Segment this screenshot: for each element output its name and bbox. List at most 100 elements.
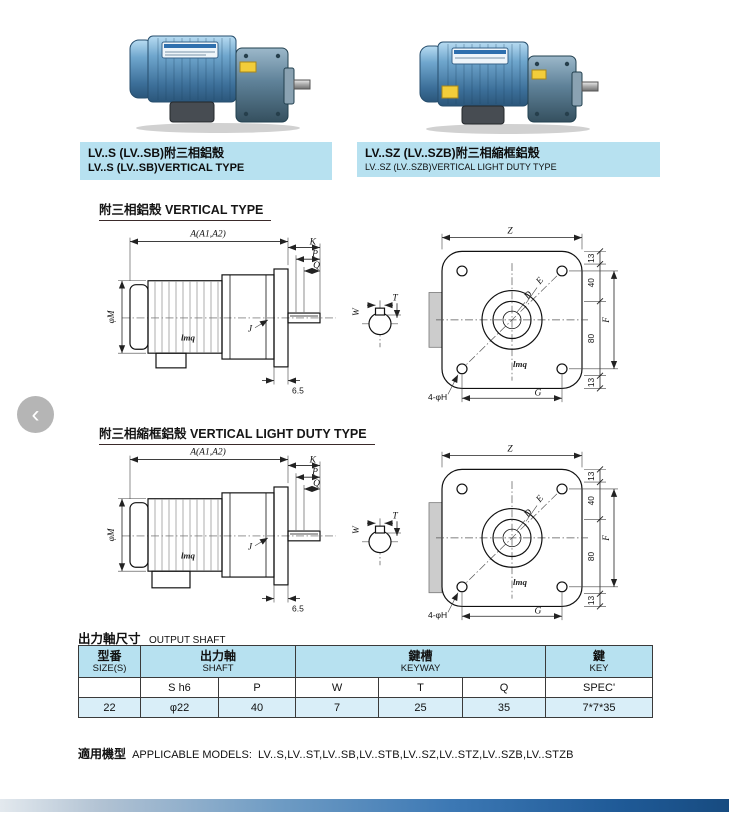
col-keyway-en: KEYWAY (400, 663, 441, 674)
warning-label (441, 85, 459, 99)
dim-label-overall-length: A(A1,A2) (189, 447, 226, 458)
table-subheader-row: S h6 P W T Q SPEC' (78, 677, 654, 698)
output-shaft (581, 81, 599, 92)
gear-housing (235, 47, 289, 123)
dim-label-motor-dia: φM (107, 309, 117, 323)
col-key-zh: 鍵 (593, 648, 606, 663)
dim-label-flange-gap: 6.5 (292, 603, 304, 613)
col-size-zh: 型番 (97, 648, 122, 663)
dim-label-edge-bottom: 13 (586, 378, 596, 388)
brand-mark: lmq (513, 359, 528, 369)
dim-label-mid-bottom: 80 (586, 552, 596, 562)
cell-t: 25 (378, 697, 464, 718)
col-header-key: 鍵 KEY (545, 645, 654, 678)
dim-label-spigot-dia: E (534, 276, 546, 288)
housing-profile (428, 502, 443, 594)
dim-label-mid-bottom: 80 (586, 334, 596, 344)
cell-size: 22 (78, 697, 141, 718)
dim-label-bolt-span-v: F (602, 535, 612, 542)
table-title: 出力軸尺寸 OUTPUT SHAFT (78, 628, 225, 648)
dimension-drawing-light-duty: lmq A(A1,A2) K P Q φM J 6.5 (107, 445, 618, 620)
dim-label-k: K (309, 238, 317, 248)
dim-label-p: P (311, 467, 318, 477)
dim-label-edge-bottom: 13 (586, 596, 596, 606)
subheader-empty (78, 677, 141, 698)
table-title-zh: 出力軸尺寸 (78, 632, 141, 646)
dim-label-bolt-span-h: G (535, 388, 542, 398)
footer-bar (0, 799, 729, 812)
dim-label-spigot-dia: E (534, 494, 546, 506)
table-header-row: 型番 SIZE(S) 出力軸 SHAFT 鍵槽 KEYWAY 鍵 KEY (78, 645, 654, 678)
dim-label-motor-dia: φM (107, 527, 117, 541)
col-size-en: SIZE(S) (92, 663, 127, 674)
warning-label (531, 69, 547, 80)
dim-label-flange-gap: 6.5 (292, 385, 304, 395)
dim-label-flange-width: Z (507, 445, 513, 455)
subheader-p: P (217, 677, 297, 698)
brand-mark: lmq (181, 333, 196, 343)
dim-label-bolt-span-v: F (602, 317, 612, 324)
dim-label-j: J (248, 543, 253, 553)
key-section-detail: W T (352, 511, 401, 566)
table-title-en: OUTPUT SHAFT (148, 635, 226, 646)
col-header-keyway: 鍵槽 KEYWAY (295, 645, 547, 678)
product-caption-light-duty-type: LV..SZ (LV..SZB)附三相縮框鋁殼 LV..SZ (LV..SZB)… (357, 142, 660, 178)
product-photo-light-duty-type (419, 41, 599, 134)
dim-label-j: J (248, 325, 253, 335)
col-header-shaft: 出力軸 SHAFT (139, 645, 297, 678)
section-heading-vertical-type: 附三相鋁殼 VERTICAL TYPE (99, 199, 272, 221)
col-header-size: 型番 SIZE(S) (78, 645, 141, 678)
photo-shadow (136, 123, 300, 133)
col-shaft-en: SHAFT (202, 663, 234, 674)
cell-q: 35 (462, 697, 547, 718)
chevron-left-icon: ‹ (31, 400, 40, 428)
product-photo-vertical-type (129, 35, 311, 133)
dim-label-overall-length: A(A1,A2) (189, 229, 226, 240)
cell-w: 7 (295, 697, 380, 718)
dim-label-q: Q (313, 479, 320, 489)
dim-label-key-height: T (392, 293, 398, 303)
flange-view: D E Z 13 40 80 13 F (428, 445, 618, 620)
nameplate-stripe (164, 44, 216, 48)
dim-label-holes: 4-φH (428, 610, 447, 620)
dim-label-edge-top: 13 (586, 471, 596, 481)
nameplate-stripe (454, 50, 506, 54)
warning-label (239, 61, 257, 73)
side-view: lmq A(A1,A2) K P Q φM J 6.5 (107, 447, 336, 613)
col-keyway-zh: 鍵槽 (408, 648, 433, 663)
section-heading-light-duty: 附三相縮框鋁殼 VERTICAL LIGHT DUTY TYPE (99, 423, 375, 445)
gear-housing (527, 55, 577, 123)
subheader-s-h6: S h6 (140, 677, 219, 698)
dim-label-flange-width: Z (507, 227, 513, 237)
caption-line-en: LV..SZ (LV..SZB)VERTICAL LIGHT DUTY TYPE (365, 162, 557, 173)
subheader-q: Q (462, 677, 547, 698)
dim-label-edge-top: 13 (586, 253, 596, 263)
dim-label-q: Q (313, 261, 320, 271)
dim-label-mid-top: 40 (586, 496, 596, 506)
side-view: lmq A(A1,A2) K P Q φM J 6.5 (107, 229, 336, 395)
applicable-models-zh: 適用機型 (78, 747, 127, 761)
output-shaft-table: 型番 SIZE(S) 出力軸 SHAFT 鍵槽 KEYWAY 鍵 KEY S h… (78, 645, 654, 718)
product-caption-vertical-type: LV..S (LV..SB)附三相鋁殼 LV..S (LV..SB)VERTIC… (80, 142, 332, 181)
output-flange (571, 71, 583, 107)
subheader-spec: SPEC' (545, 677, 654, 698)
table-data-row: 22 φ22 40 7 25 35 7*7*35 (78, 697, 654, 718)
output-shaft (293, 79, 311, 90)
dim-label-p: P (311, 249, 318, 259)
dim-label-key-height: T (392, 511, 398, 521)
key-section-detail: W T (352, 293, 401, 348)
dim-label-mid-top: 40 (586, 278, 596, 288)
dim-label-key-width: W (352, 525, 362, 534)
cell-p: 40 (217, 697, 297, 718)
photo-shadow (426, 124, 590, 134)
subheader-t: T (378, 677, 464, 698)
applicable-models-label: APPLICABLE MODELS: (132, 749, 252, 761)
prev-page-button[interactable]: ‹ (17, 396, 54, 433)
dim-label-key-width: W (352, 307, 362, 316)
applicable-models: 適用機型 APPLICABLE MODELS: LV..S,LV..ST,LV.… (78, 745, 574, 762)
flange-view: D E Z 13 40 80 13 F (428, 227, 618, 402)
col-shaft-zh: 出力軸 (200, 648, 237, 663)
col-key-en: KEY (589, 663, 609, 674)
output-flange (283, 67, 295, 105)
brand-mark: lmq (513, 577, 528, 587)
